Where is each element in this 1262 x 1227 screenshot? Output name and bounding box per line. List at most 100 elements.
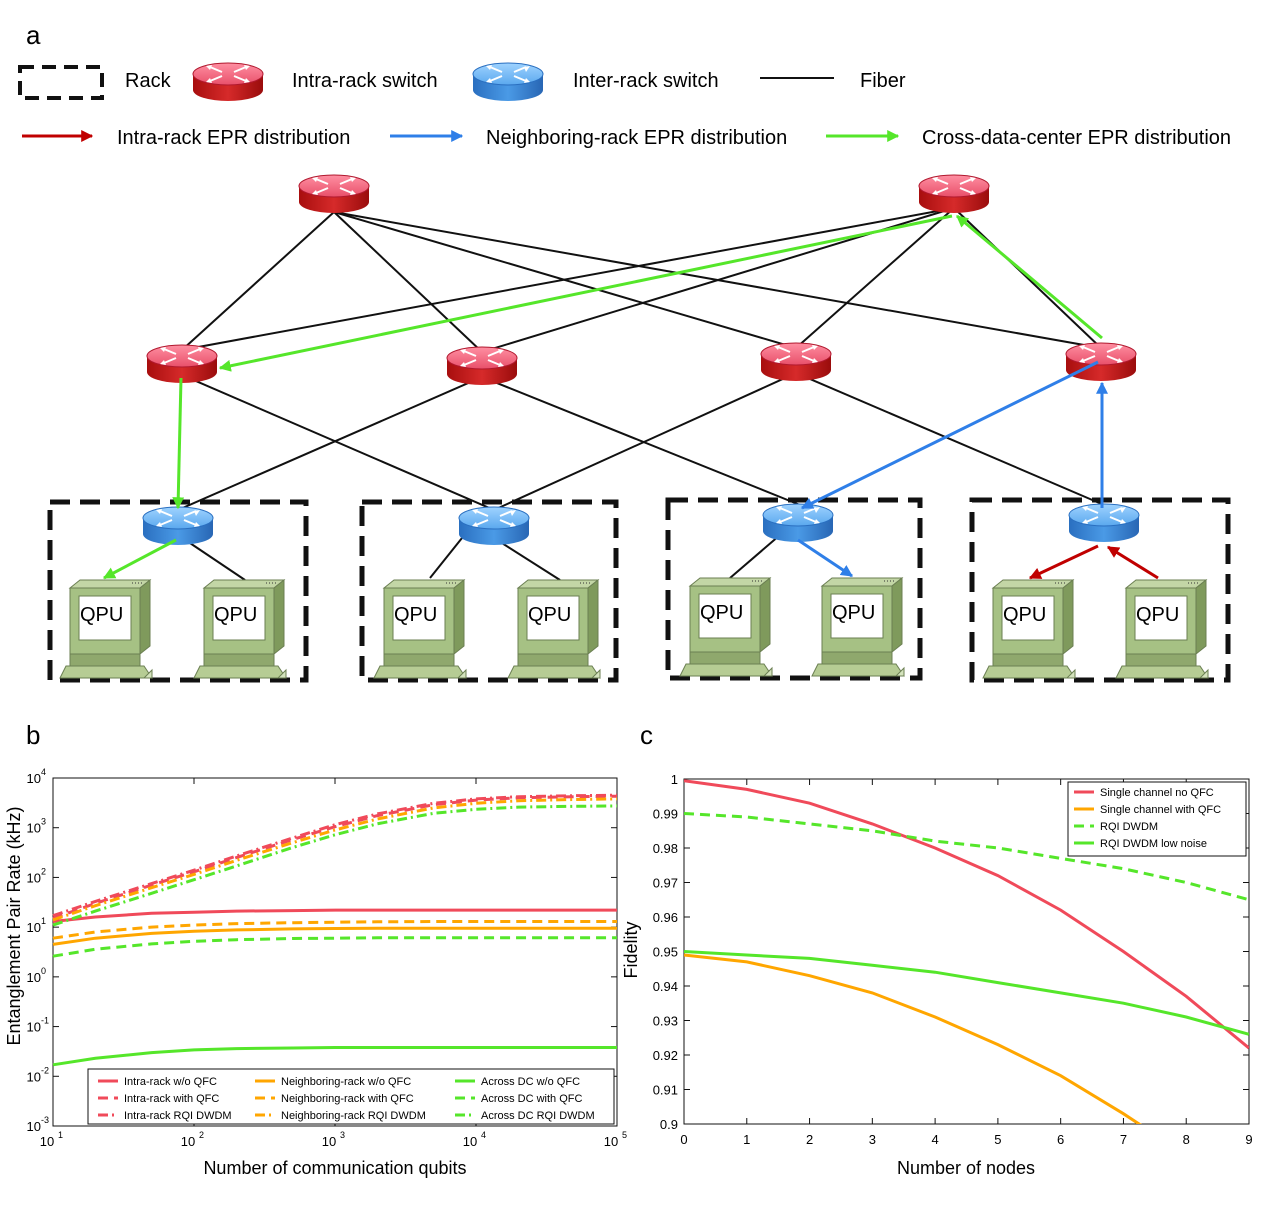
- chart-b-series-6: [52, 797, 618, 922]
- chart-c-legend-label: RQI DWDM low noise: [1100, 838, 1207, 850]
- chart-c-xtick-label: 7: [1120, 1132, 1127, 1147]
- chart-c-series-1: [684, 779, 1249, 1050]
- chart-c-series-4: [684, 950, 1249, 1036]
- chart-b-xtick-label: 10: [463, 1134, 477, 1149]
- chart-b-legend-label: Intra-rack RQI DWDM: [124, 1110, 232, 1122]
- qpu-1-icon: [59, 579, 153, 679]
- chart-b-ytick-exp: -2: [41, 1065, 49, 1075]
- chart-b-legend-label: Intra-rack w/o QFC: [124, 1076, 217, 1088]
- chart-c-ytick-label: 0.91: [653, 1083, 678, 1098]
- chart-b-legend-label: Across DC with QFC: [481, 1093, 583, 1105]
- spine-switch-1-icon: [298, 174, 370, 214]
- neighbor-epr-arrow-3: [797, 538, 853, 578]
- legend-rack-swatch: [18, 65, 104, 100]
- chart-b-ytick-label: 10: [27, 821, 41, 836]
- chart-b-series-4: [52, 926, 617, 946]
- chart-c-ytick-label: 0.9: [660, 1117, 678, 1132]
- neighbor-epr-arrow-2: [800, 360, 1099, 510]
- chart-b-xtick-label: 10: [604, 1134, 618, 1149]
- qpu-3-icon: [373, 579, 467, 679]
- chart-c-xlabel: Number of nodes: [897, 1158, 1035, 1178]
- chart-b-ytick-label: 10: [27, 1069, 41, 1084]
- chart-c-legend-label: Single channel with QFC: [1100, 804, 1221, 816]
- qpu-5-label: QPU: [700, 602, 743, 624]
- qpu-7-icon: [982, 579, 1076, 679]
- chart-b-legend-label: Across DC RQI DWDM: [481, 1110, 595, 1122]
- chart-c-ytick-label: 0.94: [653, 979, 678, 994]
- qpu-4-icon: [507, 579, 601, 679]
- qpu-6-icon: [811, 577, 905, 677]
- intra-switch-3-icon: [760, 342, 832, 382]
- chart-c-ytick-label: 0.97: [653, 876, 678, 891]
- fiber-links: [177, 207, 1105, 581]
- qpu-4-label: QPU: [528, 604, 571, 626]
- chart-b-series-2: [52, 794, 618, 920]
- chart-b-ytick-label: 10: [27, 870, 41, 885]
- qpu-8-label: QPU: [1136, 604, 1179, 626]
- qpu-2-icon: [193, 579, 287, 679]
- chart-b-xtick-exp: 4: [481, 1130, 486, 1140]
- chart-c-ytick-label: 0.92: [653, 1048, 678, 1063]
- chart-b-legend-label: Neighboring-rack RQI DWDM: [281, 1110, 426, 1122]
- chart-b-xtick-exp: 1: [58, 1130, 63, 1140]
- intra-epr-arrow-2: [1106, 545, 1159, 580]
- chart-b-ytick-exp: 1: [41, 916, 46, 926]
- chart-c-xtick-label: 5: [994, 1132, 1001, 1147]
- chart-b-series-5: [52, 920, 617, 940]
- chart-b-xlabel: Number of communication qubits: [203, 1158, 466, 1178]
- rack-switch-2-icon: [458, 506, 530, 546]
- chart-b-ytick-label: 10: [27, 920, 41, 935]
- chart-c-legend-box: [1067, 781, 1247, 857]
- panel-a: a Rack Intra-rack switch Inter-rack swit…: [18, 20, 1231, 683]
- chart-c-ylabel: Fidelity: [621, 921, 641, 978]
- rack-2: [359, 499, 619, 683]
- panel-label-b: b: [26, 720, 40, 750]
- chart-c-series-2: [684, 953, 1142, 1124]
- rack-switch-3-icon: [762, 503, 834, 543]
- chart-b-legend-box: [87, 1068, 615, 1125]
- qpu-5-icon: [679, 577, 773, 677]
- chart-b-series-1: [52, 908, 617, 923]
- intra-switch-4-icon: [1065, 342, 1137, 382]
- chart-b-legend-label: Neighboring-rack with QFC: [281, 1093, 414, 1105]
- chart-b-ytick-label: 10: [27, 970, 41, 985]
- chart-b-legend-label: Across DC w/o QFC: [481, 1076, 580, 1088]
- chart-c-ytick-label: 0.98: [653, 841, 678, 856]
- chart-b-ytick-exp: 4: [41, 767, 46, 777]
- chart-c-xtick-label: 4: [931, 1132, 938, 1147]
- rack-3: [665, 497, 923, 681]
- chart-c-ytick-label: 0.99: [653, 807, 678, 822]
- chart-c-legend-label: RQI DWDM: [1100, 821, 1158, 833]
- cross-dc-epr-arrow-1: [956, 214, 1103, 340]
- legend-fiber-label: Fiber: [860, 70, 906, 92]
- chart-c-series-group: [684, 779, 1249, 1124]
- cross-dc-epr-arrow-2: [218, 214, 953, 372]
- chart-b-ytick-exp: -1: [41, 1016, 49, 1026]
- rack-switch-4-icon: [1068, 503, 1140, 543]
- rack-4: [969, 497, 1231, 683]
- chart-c-xtick-label: 1: [743, 1132, 750, 1147]
- chart-c-xtick-label: 6: [1057, 1132, 1064, 1147]
- qpu-3-label: QPU: [394, 604, 437, 626]
- chart-b-ytick-exp: 3: [41, 817, 46, 827]
- cross-dc-epr-arrow-4: [102, 538, 177, 580]
- chart-b-ytick-exp: 0: [41, 966, 46, 976]
- chart-c-xtick-label: 8: [1183, 1132, 1190, 1147]
- chart-b-xtick-label: 10: [322, 1134, 336, 1149]
- chart-b-xtick-label: 10: [181, 1134, 195, 1149]
- chart-b-xtick-exp: 2: [199, 1130, 204, 1140]
- legend-intra-epr-label: Intra-rack EPR distribution: [117, 127, 350, 149]
- chart-b-ytick-label: 10: [27, 771, 41, 786]
- legend-neighbor-epr-label: Neighboring-rack EPR distribution: [486, 127, 787, 149]
- legend-rack-label: Rack: [125, 70, 172, 92]
- chart-c-ytick-label: 1: [671, 772, 678, 787]
- qpu-7-label: QPU: [1003, 604, 1046, 626]
- qpu-8-icon: [1115, 579, 1209, 679]
- chart-b-series-7: [52, 1046, 617, 1067]
- legend-inter-switch-icon: [472, 62, 544, 102]
- chart-c-ytick-label: 0.93: [653, 1014, 678, 1029]
- panel-label-a: a: [26, 20, 41, 50]
- chart-c-xtick-label: 3: [869, 1132, 876, 1147]
